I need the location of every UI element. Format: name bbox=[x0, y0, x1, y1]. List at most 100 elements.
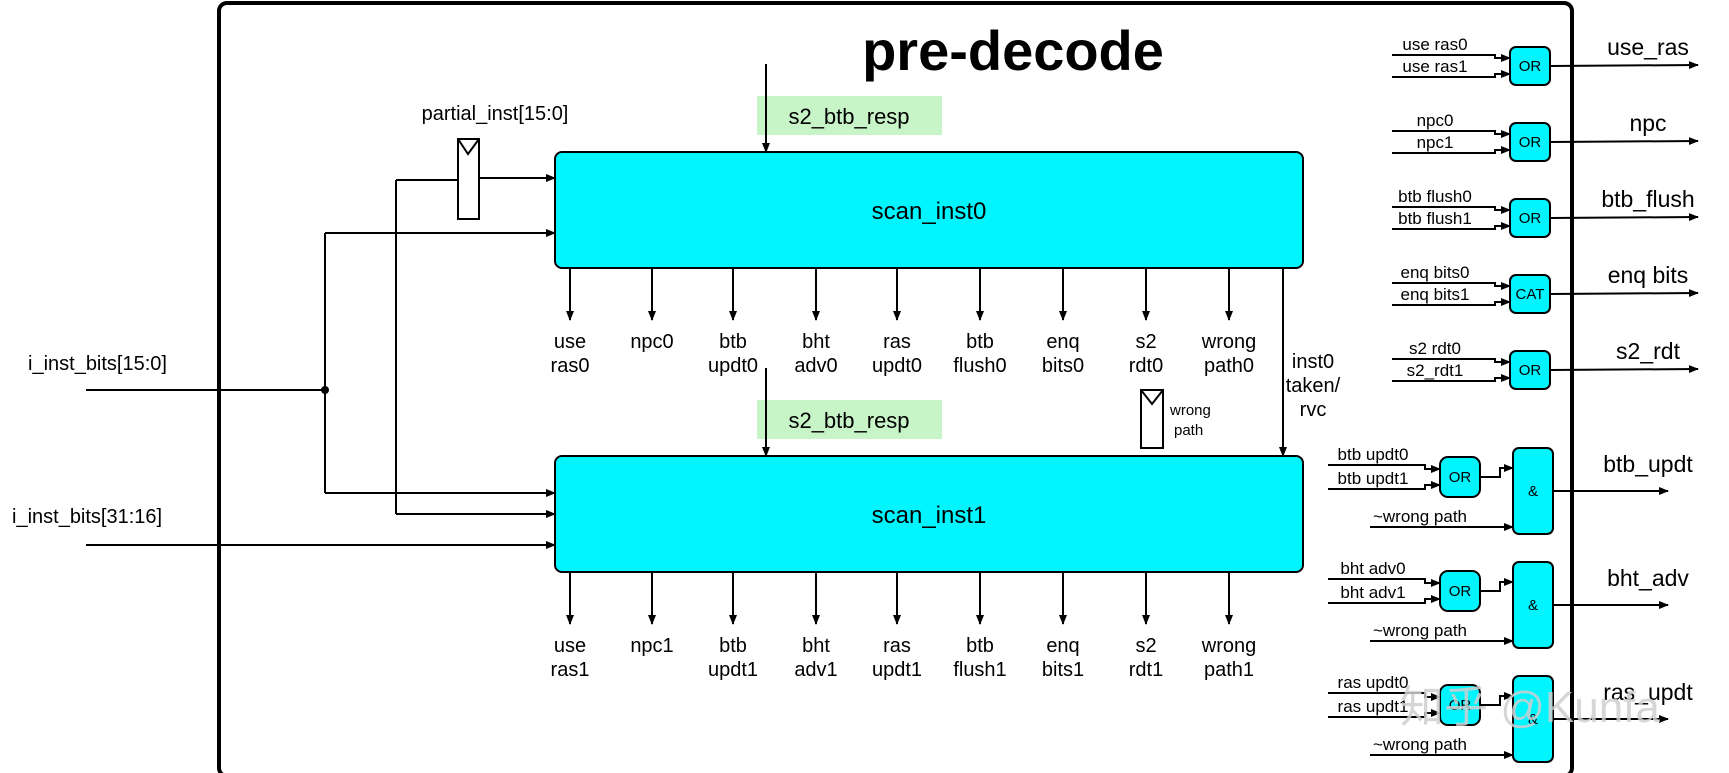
and-path-input-label: ras updt1 bbox=[1338, 697, 1409, 716]
gate-label: & bbox=[1528, 711, 1538, 728]
wrong-path-register-clock bbox=[1140, 389, 1164, 406]
gate-output-wire bbox=[1549, 61, 1699, 70]
gate-label: OR bbox=[1449, 469, 1472, 486]
scan0-output-label: btb bbox=[719, 331, 747, 353]
scan1-output-label: adv1 bbox=[794, 659, 837, 681]
input-label-1: i_inst_bits[31:16] bbox=[12, 506, 162, 528]
scan0-output-label: updt0 bbox=[708, 355, 758, 377]
gate-output-wire bbox=[1549, 213, 1699, 222]
partial-inst-register bbox=[457, 138, 480, 220]
or-to-and-wire bbox=[1480, 464, 1514, 478]
scan-inst1-label: scan_inst1 bbox=[872, 502, 987, 529]
scan0-output-label: bits0 bbox=[1042, 355, 1084, 377]
scan-inst0-block bbox=[554, 151, 1304, 269]
taken-rvc-label-line-0: inst0 bbox=[1292, 351, 1334, 373]
or-to-and-wire bbox=[1480, 578, 1514, 592]
scan0-output-label: s2 bbox=[1135, 331, 1156, 353]
partial-inst-register-clock bbox=[457, 138, 480, 156]
scan1-output-label: bht bbox=[802, 635, 830, 657]
wrong-path-register-label-line-0: wrong bbox=[1169, 402, 1211, 419]
and-path-input-wire bbox=[1328, 481, 1441, 490]
wrong-path-register-label-line-1: path bbox=[1174, 422, 1203, 439]
partial-inst-label: partial_inst[15:0] bbox=[422, 103, 569, 125]
gate-label: OR bbox=[1519, 362, 1542, 379]
gate-input-label: npc0 bbox=[1417, 111, 1454, 130]
or-to-and-wire bbox=[1480, 692, 1514, 706]
scan1-output-label: btb bbox=[719, 635, 747, 657]
scan1-output-label: updt1 bbox=[708, 659, 758, 681]
and-path-input-wire bbox=[1328, 595, 1441, 604]
gate-input-label: btb flush0 bbox=[1398, 187, 1472, 206]
gate-output-label: s2_rdt bbox=[1616, 338, 1681, 364]
scan0-output-label: adv0 bbox=[794, 355, 837, 377]
gate-output-label: ras_updt bbox=[1603, 679, 1693, 705]
scan1-output-label: ras1 bbox=[551, 659, 590, 681]
gate-output-label: enq bits bbox=[1608, 262, 1689, 288]
and-path-input-label: btb updt1 bbox=[1338, 469, 1409, 488]
gate-label: OR bbox=[1449, 583, 1472, 600]
gate-input-label: use ras0 bbox=[1402, 35, 1467, 54]
gate-input-label: s2 rdt0 bbox=[1409, 339, 1461, 358]
gate-label: & bbox=[1528, 483, 1538, 500]
and-path-input-wire bbox=[1328, 709, 1441, 718]
gate-output-label: btb_updt bbox=[1603, 451, 1693, 477]
scan0-output-label: ras bbox=[883, 331, 911, 353]
gate-input-label: btb flush1 bbox=[1398, 209, 1472, 228]
gate-input-label: use ras1 bbox=[1402, 57, 1467, 76]
scan0-output-label: updt0 bbox=[872, 355, 922, 377]
gate-label: & bbox=[1528, 597, 1538, 614]
gate-label: OR bbox=[1449, 697, 1472, 714]
gate-input-wire bbox=[1392, 374, 1511, 382]
and-path-input-label: bht adv0 bbox=[1340, 559, 1405, 578]
mask-input-label: ~wrong path bbox=[1373, 621, 1467, 640]
gate-output-label: npc bbox=[1629, 110, 1666, 136]
btb-resp-label-1: s2_btb_resp bbox=[788, 408, 909, 433]
wrong-path-register bbox=[1140, 389, 1164, 449]
gate-input-label: s2_rdt1 bbox=[1407, 361, 1464, 380]
scan1-output-label: updt1 bbox=[872, 659, 922, 681]
module-title: pre-decode bbox=[862, 19, 1164, 82]
gate-label: OR bbox=[1519, 58, 1542, 75]
gate-output-wire bbox=[1549, 137, 1699, 146]
scan1-output-label: btb bbox=[966, 635, 994, 657]
watermark-text: 知乎 @Kunfa bbox=[1400, 683, 1660, 732]
scan1-output-label: path1 bbox=[1204, 659, 1254, 681]
taken-rvc-label-line-1: taken/ bbox=[1286, 375, 1341, 397]
mask-input-label: ~wrong path bbox=[1373, 735, 1467, 754]
btb-resp-highlight-1 bbox=[757, 400, 942, 439]
scan1-output-label: use bbox=[554, 635, 586, 657]
scan1-output-label: wrong bbox=[1201, 635, 1256, 657]
gate-output-label: bht_adv bbox=[1607, 565, 1689, 591]
scan1-output-label: ras bbox=[883, 635, 911, 657]
mask-input-label: ~wrong path bbox=[1373, 507, 1467, 526]
gate-label: OR bbox=[1519, 210, 1542, 227]
and-path-input-wire bbox=[1328, 578, 1441, 587]
gate-input-wire bbox=[1392, 222, 1511, 230]
scan0-output-label: ras0 bbox=[551, 355, 590, 377]
gate-input-wire bbox=[1392, 130, 1511, 138]
and-path-input-label: ras updt0 bbox=[1338, 673, 1409, 692]
btb-resp-highlight-0 bbox=[757, 96, 942, 135]
gate-input-label: enq bits1 bbox=[1401, 285, 1470, 304]
gate-input-wire bbox=[1392, 54, 1511, 62]
scan1-output-label: enq bbox=[1046, 635, 1079, 657]
scan0-output-label: npc0 bbox=[630, 331, 673, 353]
btb-resp-label-0: s2_btb_resp bbox=[788, 104, 909, 129]
scan0-output-label: bht bbox=[802, 331, 830, 353]
scan0-output-label: enq bbox=[1046, 331, 1079, 353]
scan0-output-label: path0 bbox=[1204, 355, 1254, 377]
gate-input-wire bbox=[1392, 358, 1511, 366]
gate-label: OR bbox=[1519, 134, 1542, 151]
scan1-output-label: flush1 bbox=[953, 659, 1006, 681]
gate-input-wire bbox=[1392, 282, 1511, 290]
scan1-output-label: rdt1 bbox=[1129, 659, 1163, 681]
scan0-output-label: btb bbox=[966, 331, 994, 353]
gate-input-wire bbox=[1392, 206, 1511, 214]
scan0-output-label: wrong bbox=[1201, 331, 1256, 353]
scan1-output-label: s2 bbox=[1135, 635, 1156, 657]
gate-input-wire bbox=[1392, 146, 1511, 154]
gate-output-wire bbox=[1549, 289, 1699, 298]
and-path-input-wire bbox=[1328, 464, 1441, 473]
